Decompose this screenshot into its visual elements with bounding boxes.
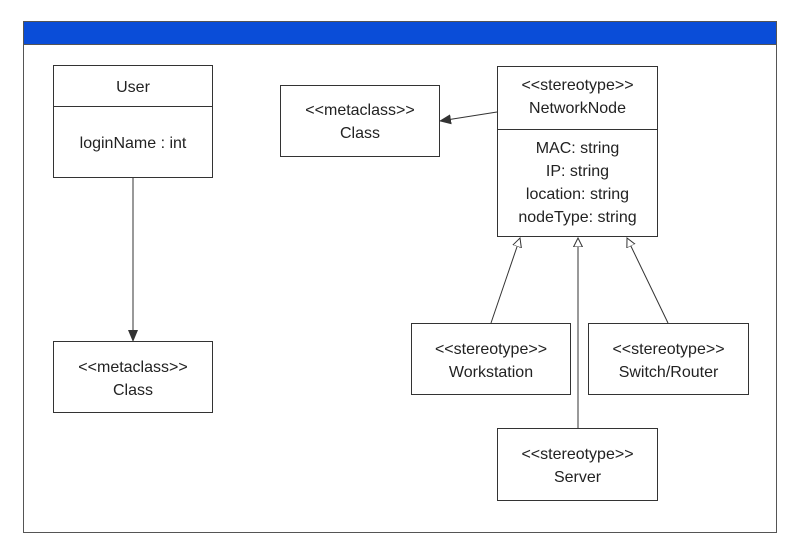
switch-router-name: Switch/Router xyxy=(618,364,719,381)
networknode-attribute-ip: IP: string xyxy=(545,163,610,180)
switch-router-stereotype-label: <<stereotype>> xyxy=(612,341,725,358)
metaclass-left-stereotype: <<metaclass>> xyxy=(78,359,188,376)
server-stereotype-label: <<stereotype>> xyxy=(521,446,634,463)
workstation-name: Workstation xyxy=(448,364,534,381)
switch-router-generalization xyxy=(627,238,669,324)
networknode-stereotype-label: <<stereotype>> xyxy=(521,77,634,94)
metaclass-left-name: Class xyxy=(112,382,153,399)
networknode-stereotype[interactable]: <<stereotype>> NetworkNode MAC: string I… xyxy=(497,66,658,237)
metaclass-top-stereotype: <<metaclass>> xyxy=(305,102,415,119)
user-class[interactable]: User loginName : int xyxy=(53,65,213,178)
workstation-stereotype[interactable]: <<stereotype>> Workstation xyxy=(411,323,571,395)
metaclass-top[interactable]: <<metaclass>> Class xyxy=(280,85,440,157)
metaclass-left[interactable]: <<metaclass>> Class xyxy=(53,341,213,413)
metaclass-top-name: Class xyxy=(339,125,380,142)
server-stereotype[interactable]: <<stereotype>> Server xyxy=(497,428,658,501)
user-class-divider xyxy=(54,106,212,107)
networknode-attribute-nodetype: nodeType: string xyxy=(518,209,637,226)
switch-router-stereotype[interactable]: <<stereotype>> Switch/Router xyxy=(588,323,749,395)
user-class-name: User xyxy=(116,79,150,96)
networknode-name: NetworkNode xyxy=(529,100,626,117)
networknode-attribute-mac: MAC: string xyxy=(535,140,620,157)
workstation-generalization xyxy=(490,238,520,324)
networknode-to-class-extension xyxy=(439,111,498,125)
networknode-divider xyxy=(498,129,657,130)
title-bar xyxy=(24,22,776,45)
server-name: Server xyxy=(553,469,602,486)
user-class-attribute: loginName : int xyxy=(79,135,187,152)
networknode-attribute-location: location: string xyxy=(525,186,630,203)
workstation-stereotype-label: <<stereotype>> xyxy=(434,341,548,358)
